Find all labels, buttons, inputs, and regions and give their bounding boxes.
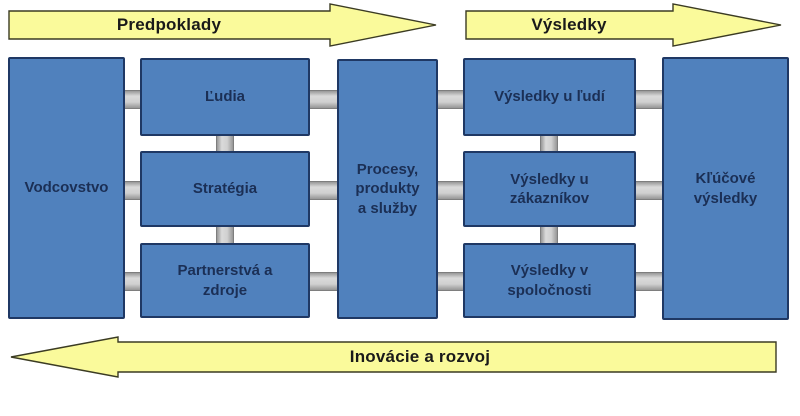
box-ludia: Ľudia	[140, 58, 310, 136]
box-label: Výsledky u ľudí	[494, 88, 605, 106]
connector	[634, 90, 664, 109]
left-arrow-shape	[10, 336, 777, 378]
box-partnerstva-a-zdroje: Partnerstvá a zdroje	[140, 243, 310, 318]
box-procesy-produkty-sluzby: Procesy, produkty a služby	[337, 59, 438, 319]
box-strategia: Stratégia	[140, 151, 310, 227]
box-label: Partnerstvá a zdroje	[177, 262, 273, 299]
arrow-label: Predpoklady	[116, 15, 222, 34]
box-vysledky-v-spolocnosti: Výsledky v spoločnosti	[463, 243, 636, 318]
arrow-label: Výsledky	[531, 15, 607, 34]
box-label: Výsledky u zákazníkov	[509, 170, 590, 208]
box-label: Stratégia	[192, 180, 258, 198]
connector	[634, 272, 664, 291]
box-vodcovstvo: Vodcovstvo	[8, 57, 125, 319]
arrow-label: Inovácie a rozvoj	[349, 347, 491, 366]
connector	[436, 272, 465, 291]
arrow-inovacie: Inovácie a rozvoj	[10, 336, 778, 378]
connector	[634, 181, 664, 200]
connector	[436, 181, 465, 200]
connector	[308, 272, 339, 291]
arrow-predpoklady: Predpoklady	[8, 2, 438, 48]
box-label: Procesy, produkty a služby	[355, 160, 420, 217]
box-vysledky-u-zakaznikov: Výsledky u zákazníkov	[463, 151, 636, 227]
box-klucove-vysledky: Kľúčové výsledky	[662, 57, 789, 320]
connector	[436, 90, 465, 109]
box-vysledky-u-ludi: Výsledky u ľudí	[463, 58, 636, 136]
arrow-vysledky: Výsledky	[465, 2, 783, 48]
box-label: Vodcovstvo	[24, 179, 109, 197]
box-label: Kľúčové výsledky	[693, 170, 758, 207]
right-arrow-shape	[8, 3, 437, 47]
connector	[308, 181, 339, 200]
connector	[308, 90, 339, 109]
right-arrow-shape	[465, 3, 782, 47]
box-label: Ľudia	[205, 88, 245, 106]
box-label: Výsledky v spoločnosti	[507, 262, 592, 299]
